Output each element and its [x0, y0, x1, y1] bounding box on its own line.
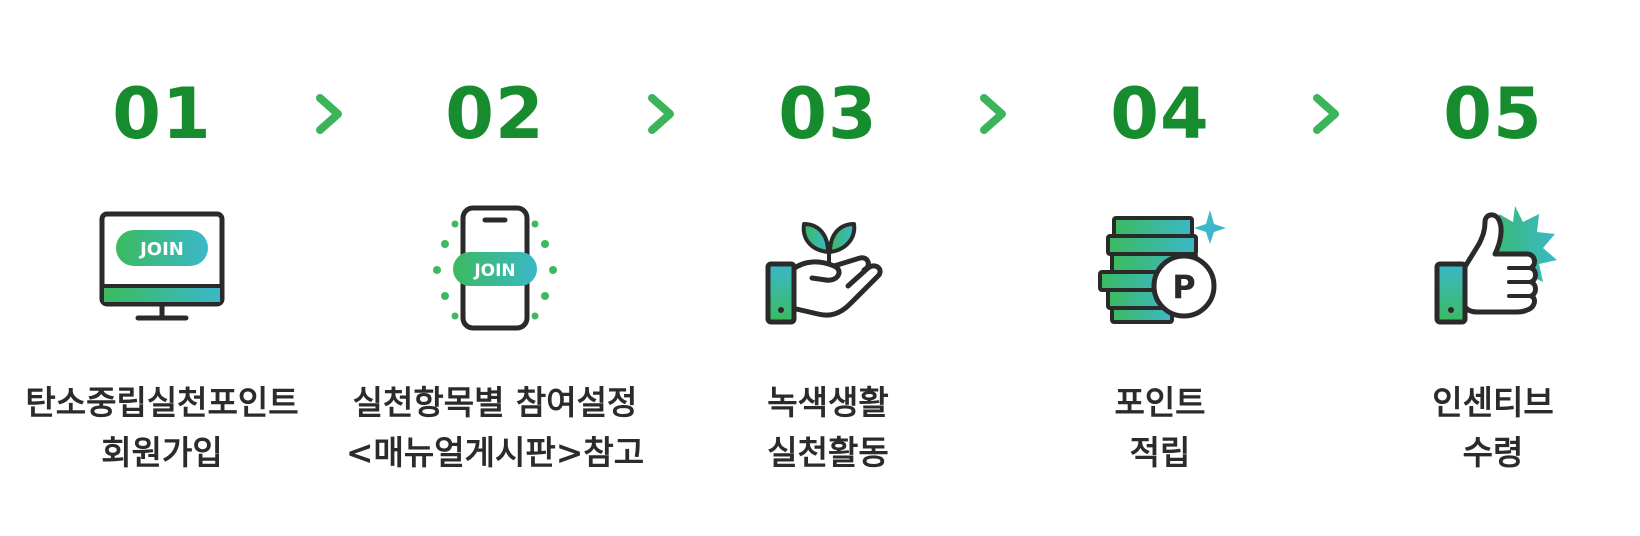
- step-label-line1: 녹색생활: [767, 383, 889, 422]
- step-label: 포인트 적립: [990, 378, 1330, 478]
- chevron-right-icon: [1311, 94, 1341, 134]
- step-number: 01: [112, 73, 212, 155]
- step-2: 02 JOIN 실천항목별 참여설정 <매뉴얼게시판>참고: [325, 0, 665, 536]
- step-label-line1: 탄소중립실천포인트: [25, 383, 299, 422]
- join-badge-text: JOIN: [138, 239, 184, 260]
- step-1: 01 JOIN 탄소중립실천포인트 회원가입: [0, 0, 332, 536]
- step-label-line2: 회원가입: [101, 433, 223, 472]
- step-label: 실천항목별 참여설정 <매뉴얼게시판>참고: [325, 378, 665, 478]
- step-label-line2: 실천활동: [767, 433, 889, 472]
- step-label-line2: <매뉴얼게시판>참고: [345, 433, 645, 472]
- step-number: 02: [445, 73, 545, 155]
- step-label-line1: 인센티브: [1432, 383, 1554, 422]
- phone-join-icon: JOIN: [425, 200, 565, 340]
- step-label: 인센티브 수령: [1323, 378, 1640, 478]
- monitor-join-icon: JOIN: [92, 200, 232, 340]
- step-label: 녹색생활 실천활동: [658, 378, 998, 478]
- join-badge-text: JOIN: [473, 261, 515, 281]
- step-label: 탄소중립실천포인트 회원가입: [0, 378, 332, 478]
- step-3: 03 녹색생활 실천활동: [658, 0, 998, 536]
- step-number: 03: [778, 73, 878, 155]
- chevron-right-icon: [314, 94, 344, 134]
- coin-stack-point-icon: P: [1090, 200, 1230, 340]
- step-number: 05: [1443, 73, 1543, 155]
- step-label-line2: 적립: [1129, 433, 1191, 472]
- step-label-line1: 실천항목별 참여설정: [352, 383, 638, 422]
- step-label-line2: 수령: [1462, 433, 1524, 472]
- thumbs-up-icon: [1423, 200, 1563, 340]
- step-label-line1: 포인트: [1114, 383, 1206, 422]
- hand-sprout-icon: [758, 200, 898, 340]
- step-4: 04 P 포인트 적립: [990, 0, 1330, 536]
- step-5: 05 인센티브 수령: [1323, 0, 1640, 536]
- chevron-right-icon: [978, 94, 1008, 134]
- chevron-right-icon: [646, 94, 676, 134]
- point-badge-text: P: [1172, 268, 1195, 306]
- step-number: 04: [1110, 73, 1210, 155]
